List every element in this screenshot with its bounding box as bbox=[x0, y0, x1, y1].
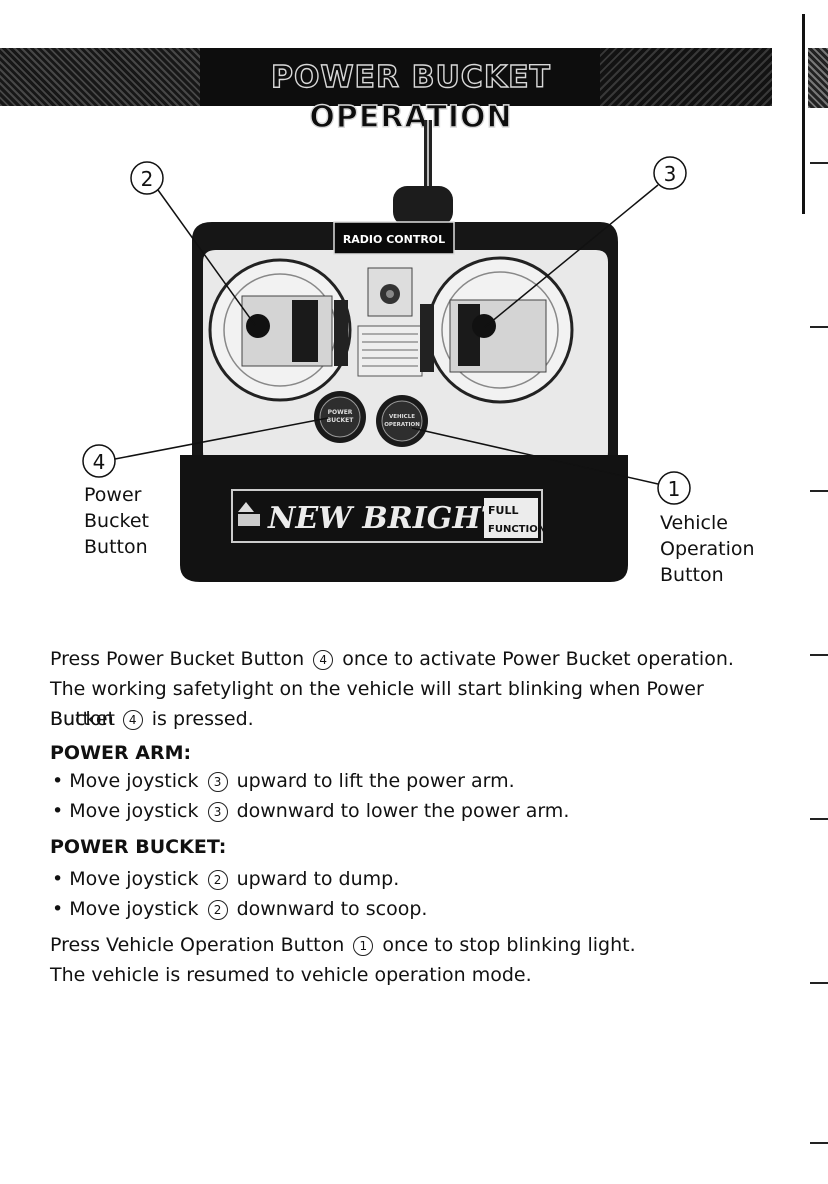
text-run: Move joystick bbox=[69, 868, 199, 890]
text-run: downward to lower the power arm. bbox=[236, 800, 570, 822]
list-item: • Move joystick 3 upward to lift the pow… bbox=[52, 766, 515, 796]
page-edge-bar bbox=[802, 14, 805, 214]
circled-number: 4 bbox=[122, 710, 143, 730]
indicator-light-icon bbox=[367, 267, 413, 317]
text-run: Move joystick bbox=[69, 800, 199, 822]
text-run: Press Vehicle Operation Button bbox=[50, 934, 345, 956]
callout-2: 2 bbox=[130, 161, 256, 326]
vehicle-operation-button-label: Vehicle Operation Button bbox=[660, 510, 755, 588]
callout-number: 1 bbox=[668, 477, 681, 501]
button-left-label: POWER bbox=[328, 409, 353, 416]
instruction-paragraph: The vehicle is resumed to vehicle operat… bbox=[50, 964, 532, 986]
circled-number: 3 bbox=[207, 802, 228, 822]
brand-suffix: FUNCTION bbox=[488, 524, 546, 535]
instruction-paragraph: Press Power Bucket Button 4 once to acti… bbox=[50, 644, 770, 674]
bullet-icon: • bbox=[52, 898, 64, 920]
instruction-paragraph: Press Vehicle Operation Button 1 once to… bbox=[50, 930, 770, 960]
speaker-grille-icon bbox=[357, 325, 423, 377]
text-run: upward to lift the power arm. bbox=[236, 770, 515, 792]
circled-number: 4 bbox=[313, 650, 334, 670]
radio-control-badge: RADIO CONTROL bbox=[333, 221, 455, 255]
text-run: Button bbox=[50, 708, 114, 730]
bullet-icon: • bbox=[52, 800, 64, 822]
callout-number: 3 bbox=[664, 162, 677, 186]
label-line: Button bbox=[660, 564, 724, 586]
callout-number: 2 bbox=[141, 167, 154, 191]
text-run: Press Power Bucket Button bbox=[50, 648, 305, 670]
text-run: Move joystick bbox=[69, 770, 199, 792]
list-item: • Move joystick 2 downward to scoop. bbox=[52, 894, 427, 924]
edge-tick bbox=[810, 490, 828, 492]
bullet-icon: • bbox=[52, 770, 64, 792]
instruction-paragraph: Button 4 is pressed. bbox=[50, 704, 770, 734]
logo-icon bbox=[238, 502, 254, 512]
page-edge-tab bbox=[808, 48, 828, 108]
callout-4: 4 bbox=[82, 417, 329, 478]
left-joystick-icon bbox=[208, 258, 352, 402]
circled-number: 2 bbox=[207, 870, 228, 890]
antenna-icon bbox=[393, 120, 453, 226]
bullet-icon: • bbox=[52, 868, 64, 890]
brand-name: NEW BRIGHT bbox=[267, 501, 506, 536]
edge-tick bbox=[810, 982, 828, 984]
vehicle-operation-button-icon: VEHICLE OPERATION bbox=[376, 395, 428, 447]
section-heading-power-bucket: POWER BUCKET: bbox=[50, 836, 227, 858]
edge-tick bbox=[810, 162, 828, 164]
label-line: Power bbox=[84, 484, 142, 506]
circled-number: 2 bbox=[207, 900, 228, 920]
edge-tick bbox=[810, 1142, 828, 1144]
edge-tick bbox=[810, 654, 828, 656]
callout-number: 4 bbox=[93, 450, 106, 474]
label-line: Operation bbox=[660, 538, 755, 560]
label-line: Button bbox=[84, 536, 148, 558]
button-right-label: OPERATION bbox=[384, 422, 420, 428]
text-run: is pressed. bbox=[151, 708, 254, 730]
callout-3: 3 bbox=[484, 156, 687, 328]
text-run: downward to scoop. bbox=[236, 898, 428, 920]
instruction-paragraph: The working safetylight on the vehicle w… bbox=[50, 678, 704, 730]
brand-label: NEW BRIGHT FULL FUNCTION bbox=[231, 489, 546, 543]
edge-tick bbox=[810, 326, 828, 328]
edge-tick bbox=[810, 818, 828, 820]
remote-control-illustration: RADIO CONTROL POWER BUCKET bbox=[82, 120, 691, 582]
label-line: Vehicle bbox=[660, 512, 728, 534]
text-run: once to activate Power Bucket operation. bbox=[342, 648, 734, 670]
button-left-label: BUCKET bbox=[327, 417, 355, 424]
power-bucket-button-label: Power Bucket Button bbox=[84, 482, 149, 560]
banner-texture-right bbox=[600, 48, 772, 106]
banner-texture-left bbox=[0, 48, 200, 106]
right-joystick-icon bbox=[420, 256, 574, 404]
text-run: Move joystick bbox=[69, 898, 199, 920]
text-run: upward to dump. bbox=[236, 868, 400, 890]
list-item: • Move joystick 3 downward to lower the … bbox=[52, 796, 569, 826]
list-item: • Move joystick 2 upward to dump. bbox=[52, 864, 399, 894]
callout-1: 1 bbox=[411, 427, 691, 505]
page-title: POWER BUCKET OPERATION bbox=[270, 59, 552, 135]
badge-label: RADIO CONTROL bbox=[343, 233, 445, 246]
brand-suffix: FULL bbox=[488, 504, 518, 517]
power-bucket-button-icon: POWER BUCKET bbox=[314, 391, 366, 443]
section-heading-power-arm: POWER ARM: bbox=[50, 742, 192, 764]
circled-number: 1 bbox=[353, 936, 374, 956]
button-right-label: VEHICLE bbox=[389, 414, 415, 420]
text-run: once to stop blinking light. bbox=[382, 934, 636, 956]
circled-number: 3 bbox=[207, 772, 228, 792]
label-line: Bucket bbox=[84, 510, 149, 532]
